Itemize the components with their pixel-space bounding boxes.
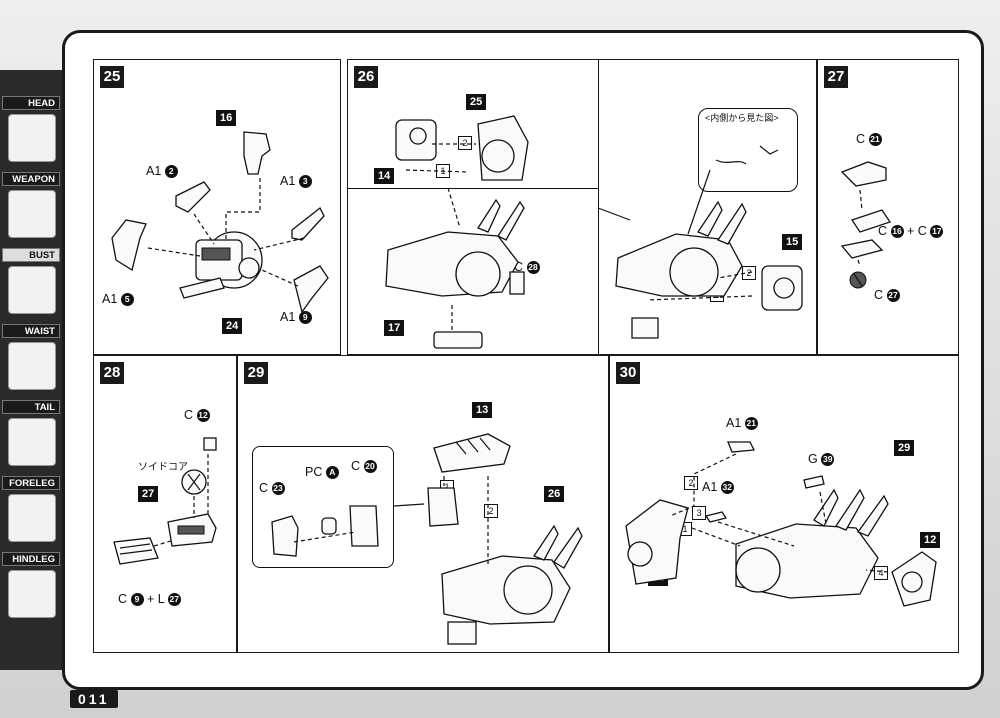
step-26-drawing xyxy=(385,115,803,349)
part-label: C 23 xyxy=(259,481,285,496)
step-number: 28 xyxy=(100,362,124,384)
tab-label: HINDLEG xyxy=(2,552,60,566)
part-label: C 21 xyxy=(856,132,882,147)
tab-label: TAIL xyxy=(2,400,60,414)
page-number: 011 xyxy=(70,690,118,708)
part-label: C 28 xyxy=(514,260,540,275)
step-30-panel: 30 29 12 11 A1 21 G 39 A1 32 2 3 1 4 xyxy=(609,355,959,653)
callout-caption: <内側から見た図> xyxy=(705,113,779,123)
tab-label: WEAPON xyxy=(2,172,60,186)
step-27-panel: 27 C 21 C 16 + C 17 C 27 xyxy=(817,59,959,355)
tab-head[interactable]: HEAD xyxy=(2,96,60,168)
step-25-panel: 25 16 24 A1 2 A1 3 A1 5 A1 9 xyxy=(93,59,341,355)
tab-bust[interactable]: BUST xyxy=(2,248,60,320)
step-27-drawing xyxy=(840,161,892,289)
step-28-drawing xyxy=(113,437,217,565)
step-number: 27 xyxy=(824,66,848,88)
step-29-drawing xyxy=(271,433,583,645)
part-tag: 24 xyxy=(222,318,243,334)
part-tag: 25 xyxy=(466,94,487,110)
tab-label: FORELEG xyxy=(2,476,60,490)
waist-icon xyxy=(8,342,56,390)
tab-waist[interactable]: WAIST xyxy=(2,324,60,396)
part-label: ソイドコア xyxy=(138,462,188,473)
part-tag: 12 xyxy=(920,532,941,548)
part-label: A1 32 xyxy=(702,480,734,495)
step-number: 29 xyxy=(244,362,268,384)
step-28-panel: 28 27 C 12 ソイドコア C 9 + L 27 xyxy=(93,355,237,653)
tab-weapon[interactable]: WEAPON xyxy=(2,172,60,244)
instruction-sheet: 25 16 24 A1 2 A1 3 A1 5 A1 9 26 2 xyxy=(62,30,984,690)
order-box: 2 xyxy=(458,136,472,150)
step-26-panel: 26 25 14 17 15 C 28 2 1 2 1 <内側から見た図> xyxy=(347,59,817,356)
tab-label: WAIST xyxy=(2,324,60,338)
part-tag: 26 xyxy=(544,486,565,502)
part-label: C 16 + C 17 xyxy=(878,224,944,239)
order-box: 3 xyxy=(692,506,706,520)
step-30-drawing xyxy=(625,441,937,607)
part-tag: 17 xyxy=(384,320,405,336)
part-label: C 9 + L 27 xyxy=(118,592,181,607)
foreleg-icon xyxy=(8,494,56,542)
part-label: PC A xyxy=(305,465,339,480)
weapon-icon xyxy=(8,190,56,238)
bust-icon xyxy=(8,266,56,314)
part-tag: 16 xyxy=(216,110,237,126)
inner-view-callout: <内側から見た図> xyxy=(698,108,798,192)
step-29-panel: 29 13 26 1 2 C 23 PC A C 20 xyxy=(237,355,609,653)
part-tag: 29 xyxy=(894,440,915,456)
part-tag: 14 xyxy=(374,168,395,184)
part-tag: 27 xyxy=(138,486,159,502)
step-number: 30 xyxy=(616,362,640,384)
part-tag: 15 xyxy=(782,234,803,250)
tab-label: BUST xyxy=(2,248,60,262)
tab-foreleg[interactable]: FORELEG xyxy=(2,476,60,548)
part-label: A1 21 xyxy=(726,416,758,431)
part-label: C 27 xyxy=(874,288,900,303)
step-number: 25 xyxy=(100,66,124,88)
part-tag: 13 xyxy=(472,402,493,418)
tab-hindleg[interactable]: HINDLEG xyxy=(2,552,60,624)
order-box: 4 xyxy=(874,566,888,580)
tail-icon xyxy=(8,418,56,466)
section-sidebar: HEAD WEAPON BUST WAIST TAIL FORELEG HIND… xyxy=(0,70,64,670)
head-icon xyxy=(8,114,56,162)
step-number: 26 xyxy=(354,66,378,88)
tab-tail[interactable]: TAIL xyxy=(2,400,60,472)
part-label: A1 2 xyxy=(146,164,178,179)
part-label: C 20 xyxy=(351,459,377,474)
hindleg-icon xyxy=(8,570,56,618)
step-25-drawing xyxy=(111,131,329,314)
sub-divider xyxy=(348,188,598,189)
part-label: C 12 xyxy=(184,408,210,423)
part-label: A1 5 xyxy=(102,292,134,307)
part-label: A1 9 xyxy=(280,310,312,325)
part-label: A1 3 xyxy=(280,174,312,189)
part-label: G 39 xyxy=(808,452,835,467)
tab-label: HEAD xyxy=(2,96,60,110)
